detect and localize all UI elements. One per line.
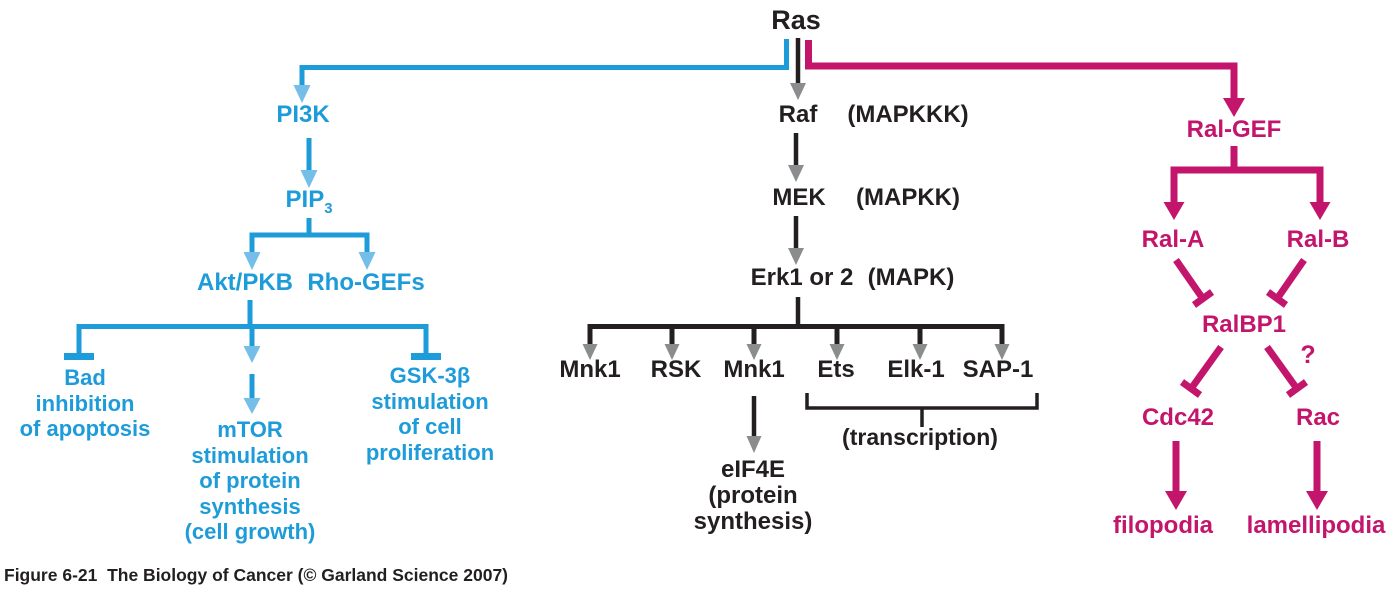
- node-gsk3b-proliferation: GSK-3β stimulation of cell proliferation: [365, 363, 495, 465]
- filopodia-arrowhead-icon: [1165, 491, 1187, 510]
- node-rac: Rac: [1295, 404, 1341, 431]
- node-filopodia: filopodia: [1113, 512, 1213, 539]
- transcription-bracket: [805, 393, 1039, 427]
- label-mapkk: (MAPKK): [856, 184, 960, 211]
- label-question-mark: ?: [1300, 341, 1316, 369]
- pi3k-arrowhead-icon: [293, 85, 311, 103]
- node-cdc42: Cdc42: [1141, 404, 1215, 431]
- ral-to-ralbp1-connectors: [1173, 258, 1307, 308]
- erk-arrowhead-icon: [788, 248, 804, 265]
- node-rsk: RSK: [650, 356, 702, 383]
- ralgef-split-connector: [1170, 146, 1324, 204]
- akt-arrowhead-icon: [243, 252, 261, 270]
- ras-to-pi3k-connector: [299, 39, 789, 87]
- node-ral-gef: Ral-GEF: [1186, 116, 1282, 143]
- node-mnk1-right: Mnk1: [723, 356, 785, 383]
- pip3-base-text: PIP: [285, 186, 325, 213]
- node-mek: MEK: [772, 184, 826, 211]
- node-eif4e-protein-synthesis: eIF4E (protein synthesis): [693, 456, 813, 535]
- ralb-arrowhead-icon: [1309, 202, 1331, 220]
- node-ralbp1: RalBP1: [1201, 311, 1287, 338]
- rhogef-arrowhead-icon: [358, 252, 376, 270]
- akt-split-connector: [76, 300, 429, 399]
- lamellipodia-arrowhead-icon: [1306, 491, 1328, 510]
- label-mapkkk: (MAPKKK): [847, 101, 969, 128]
- node-pi3k: PI3K: [276, 101, 330, 128]
- label-transcription: (transcription): [842, 424, 998, 450]
- pip3-arrowhead-icon: [300, 170, 318, 188]
- node-ral-b: Ral-B: [1286, 226, 1350, 253]
- mapk-cascade-lines: [793, 38, 801, 325]
- node-rho-gefs: Rho-GEFs: [307, 269, 425, 296]
- rala-arrowhead-icon: [1163, 202, 1185, 220]
- node-raf: Raf: [778, 101, 818, 128]
- ralgef-arrowhead-icon: [1223, 98, 1245, 117]
- node-bad-apoptosis: Bad inhibition of apoptosis: [19, 365, 151, 441]
- mtor-arrowhead-upper-icon: [243, 346, 261, 363]
- node-sap1: SAP-1: [962, 356, 1034, 383]
- mek-arrowhead-icon: [788, 165, 804, 182]
- node-ets: Ets: [817, 356, 855, 383]
- node-lamellipodia: lamellipodia: [1246, 512, 1386, 539]
- erk-target-arrowheads: [582, 344, 1010, 360]
- raf-arrowhead-icon: [790, 83, 806, 100]
- erk-branch-bar: [587, 324, 1005, 346]
- node-ral-a: Ral-A: [1141, 226, 1205, 253]
- pip3-subscript: 3: [324, 200, 333, 217]
- ralbp1-effector-connectors: [1172, 344, 1321, 493]
- node-mtor-cell-growth: mTOR stimulation of protein synthesis (c…: [184, 417, 316, 544]
- node-mnk1-left: Mnk1: [559, 356, 621, 383]
- label-mapk: (MAPK): [867, 264, 955, 291]
- eif4e-arrowhead-icon: [746, 436, 762, 453]
- node-erk: Erk1 or 2: [750, 264, 854, 291]
- mtor-arrowhead-lower-icon: [243, 398, 261, 414]
- figure-caption: Figure 6-21 The Biology of Cancer (© Gar…: [4, 565, 509, 585]
- node-elk1: Elk-1: [887, 356, 945, 383]
- pip3-split-connector: [249, 218, 370, 254]
- node-pip3: PIP3: [285, 186, 333, 217]
- node-akt-pkb: Akt/PKB: [196, 269, 294, 296]
- ras-to-ralgef-connector: [805, 40, 1238, 100]
- node-ras: Ras: [771, 5, 821, 35]
